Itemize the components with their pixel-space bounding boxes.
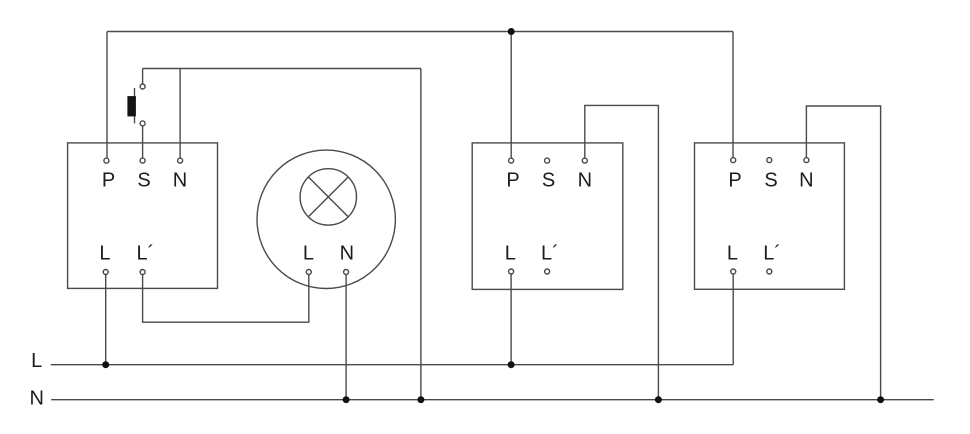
svg-text:P: P [102,169,115,191]
svg-text:S: S [542,169,555,191]
svg-text:P: P [728,169,741,191]
svg-text:S: S [137,169,150,191]
svg-text:L´: L´ [137,243,155,265]
svg-text:S: S [764,169,777,191]
svg-text:N: N [173,169,187,191]
svg-text:L: L [727,243,738,265]
svg-text:L: L [303,243,314,265]
svg-text:L´: L´ [541,243,559,265]
svg-text:N: N [340,243,354,265]
svg-text:N: N [578,169,592,191]
svg-text:L: L [31,350,42,372]
svg-text:N: N [799,169,813,191]
svg-text:N: N [29,388,43,410]
svg-text:L: L [505,243,516,265]
svg-text:L: L [99,243,110,265]
svg-text:P: P [506,169,519,191]
svg-text:L´: L´ [763,243,781,265]
